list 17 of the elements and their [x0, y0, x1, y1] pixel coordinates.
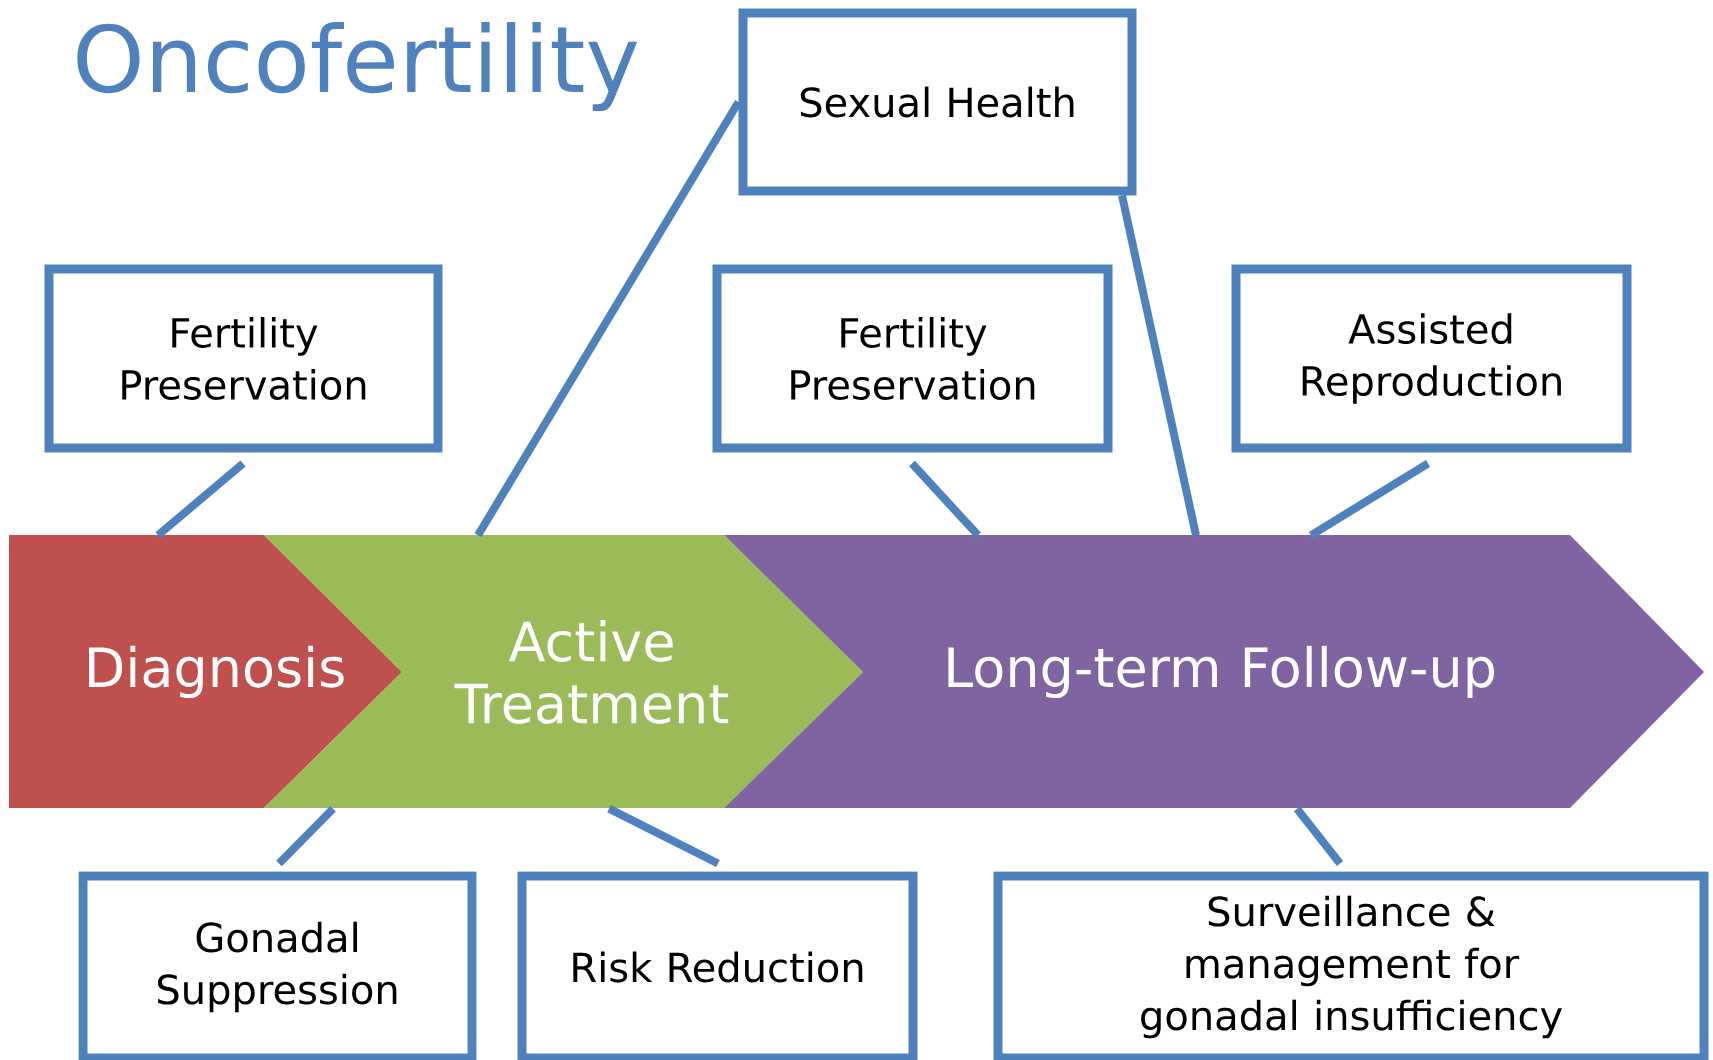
title: Oncofertility — [77, 22, 638, 112]
connector-line — [155, 460, 246, 539]
connector-line — [474, 99, 742, 538]
text-box: Fertility Preservation — [712, 264, 1113, 453]
connector-line — [276, 805, 336, 867]
text-box: Assisted Reproduction — [1231, 264, 1632, 453]
stage-banner: Diagnosis — [9, 535, 402, 808]
connector-line — [1308, 460, 1431, 539]
connector-line — [607, 805, 720, 868]
text-box: Gonadal Suppression — [78, 871, 477, 1060]
connector-line — [1293, 806, 1344, 866]
connector-line — [1118, 194, 1200, 537]
text-box: Surveillance & management for gonadal insufficiency — [993, 871, 1709, 1060]
text-box: Risk Reduction — [517, 871, 918, 1060]
text-box: Fertility Preservation — [44, 264, 443, 453]
connector-line — [909, 460, 981, 538]
text-box: Sexual Health — [738, 8, 1137, 196]
